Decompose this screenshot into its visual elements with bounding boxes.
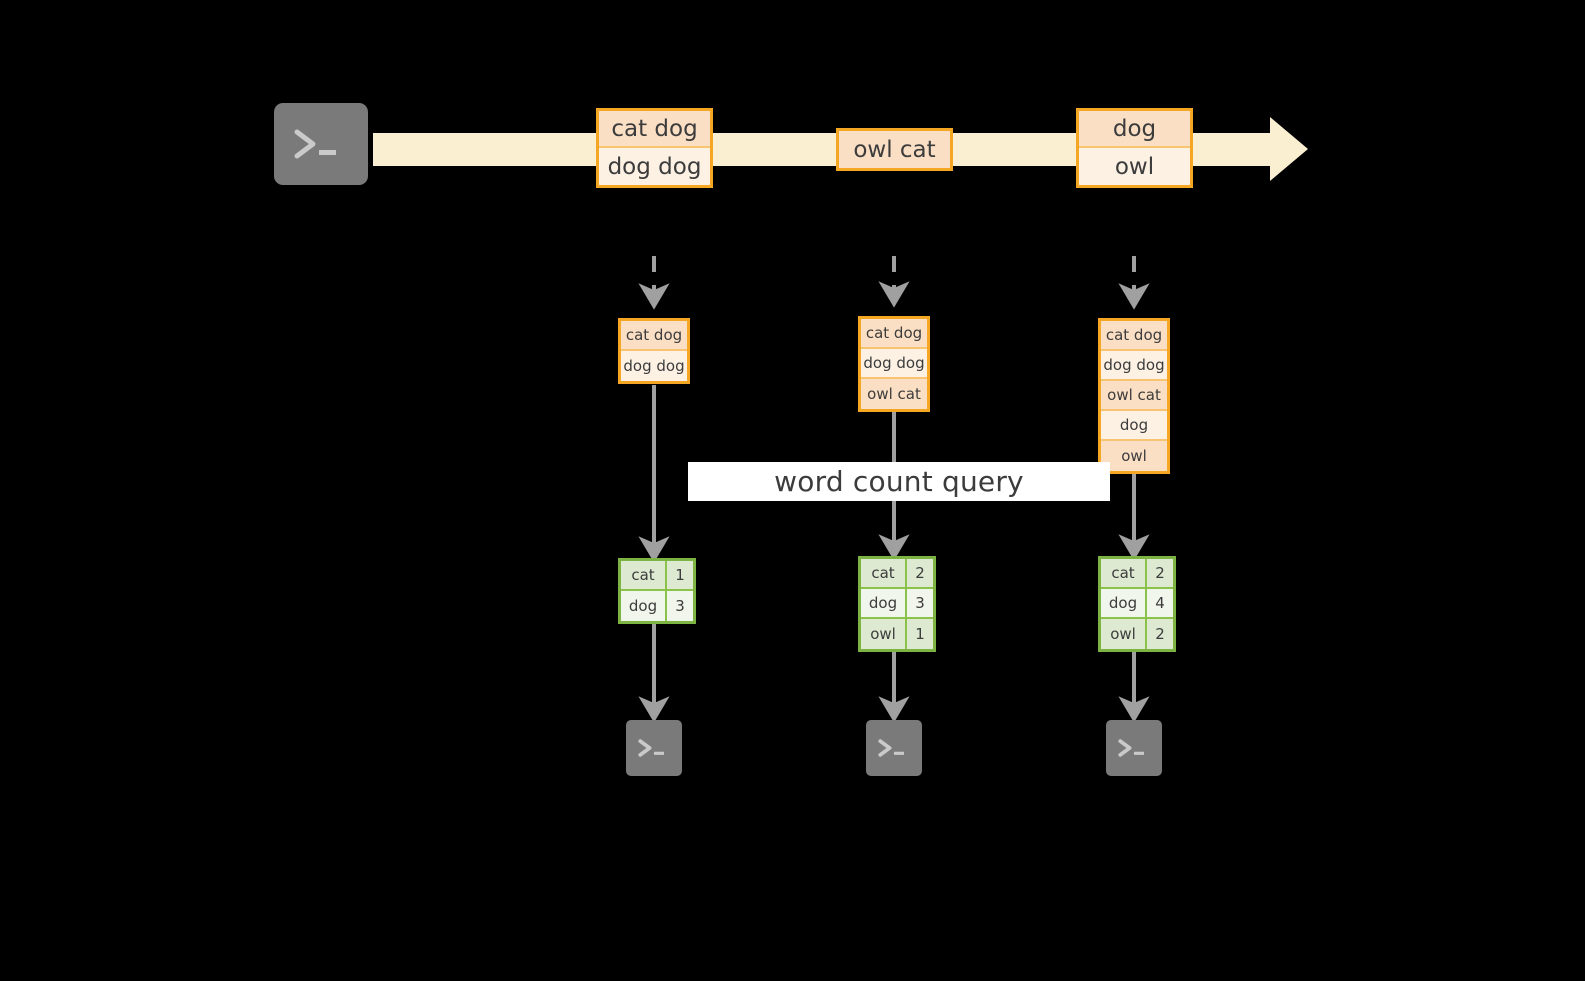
query-banner-label: word count query — [774, 465, 1024, 498]
result-count-cell: 3 — [667, 591, 693, 621]
snapshot-input-row: owl — [1101, 441, 1167, 471]
stream-event-group-2: owl cat — [836, 128, 953, 171]
stream-event-row: dog dog — [599, 148, 710, 185]
stream-event-row: cat dog — [599, 111, 710, 148]
prompt-glyph-icon — [1118, 739, 1144, 757]
stream-event-row: owl — [1079, 148, 1190, 185]
snapshot-input-row: dog dog — [621, 351, 687, 381]
result-word-cell: cat — [621, 561, 667, 589]
stream-event-row: dog — [1079, 111, 1190, 148]
snapshot-input-row: owl cat — [861, 379, 927, 409]
result-count-cell: 4 — [1147, 589, 1173, 617]
prompt-glyph-icon — [638, 739, 664, 757]
result-word-cell: dog — [621, 591, 667, 621]
prompt-glyph-icon — [294, 129, 336, 159]
result-word-cell: dog — [861, 589, 907, 617]
snapshot-input-row: owl cat — [1101, 381, 1167, 411]
result-word-cell: cat — [1101, 559, 1147, 587]
result-count-cell: 1 — [907, 619, 933, 649]
snapshot-input-row: dog dog — [1101, 351, 1167, 381]
result-word-cell: owl — [861, 619, 907, 649]
source-terminal-icon — [265, 94, 377, 194]
snapshot-input-row: cat dog — [861, 319, 927, 349]
result-word-cell: dog — [1101, 589, 1147, 617]
snapshot-input-row: dog dog — [861, 349, 927, 379]
result-count-cell: 1 — [667, 561, 693, 589]
snapshot-1-sink-terminal-icon — [619, 713, 689, 783]
query-banner: word count query — [688, 462, 1110, 501]
snapshot-3-sink-terminal-icon — [1099, 713, 1169, 783]
prompt-glyph-icon — [878, 739, 904, 757]
result-count-cell: 2 — [1147, 619, 1173, 649]
snapshot-input-row: cat dog — [621, 321, 687, 351]
stream-event-row: owl cat — [839, 131, 950, 168]
result-word-cell: cat — [861, 559, 907, 587]
result-count-cell: 2 — [907, 559, 933, 587]
result-count-cell: 2 — [1147, 559, 1173, 587]
snapshot-2-sink-terminal-icon — [859, 713, 929, 783]
snapshot-input-row: cat dog — [1101, 321, 1167, 351]
result-count-cell: 3 — [907, 589, 933, 617]
snapshot-input-row: dog — [1101, 411, 1167, 441]
result-word-cell: owl — [1101, 619, 1147, 649]
